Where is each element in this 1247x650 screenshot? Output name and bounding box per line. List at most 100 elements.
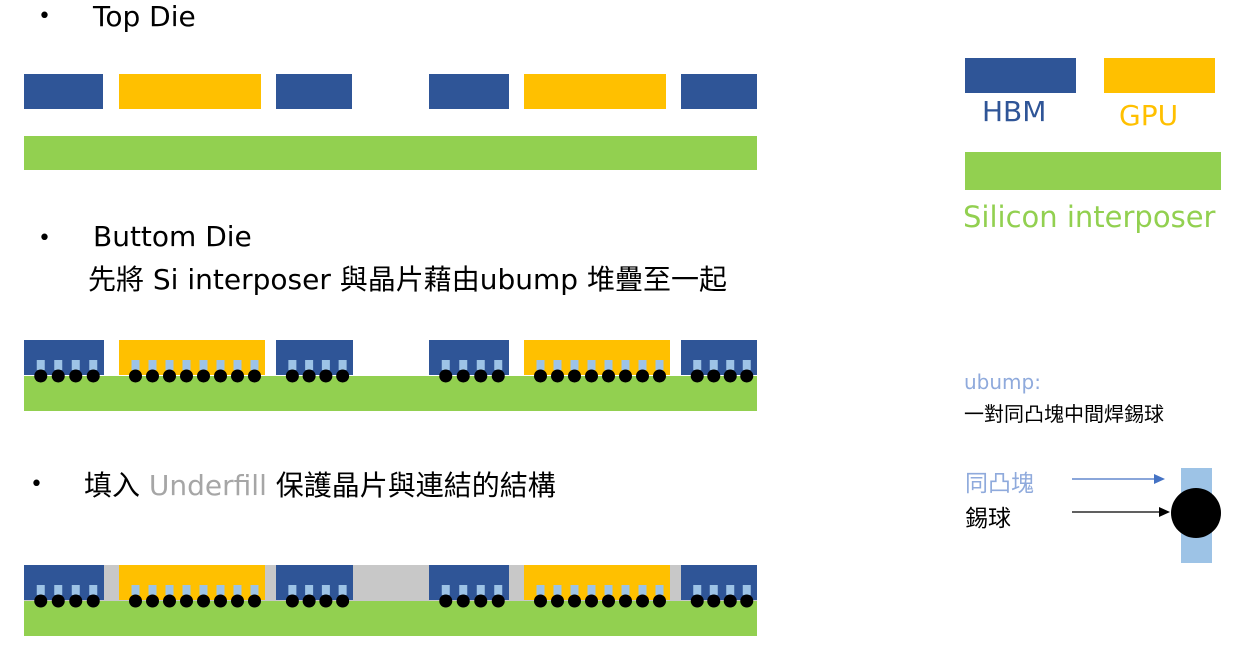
- solder-ball: [197, 594, 210, 608]
- ubump-pad: [305, 360, 314, 370]
- ubump-pad: [233, 585, 242, 595]
- ubump-pad: [655, 585, 664, 595]
- solder-ball: [619, 594, 632, 608]
- solder-ball: [439, 594, 453, 608]
- ubump-pad: [89, 360, 98, 370]
- ubump-pad: [250, 585, 259, 595]
- ubump-pad: [441, 360, 450, 370]
- solder-ball: [568, 594, 581, 608]
- ubump-pad: [494, 585, 503, 595]
- bullet: •: [38, 4, 51, 29]
- solder-ball: [707, 369, 721, 383]
- ubump-pad: [587, 360, 596, 370]
- solder-ball: [534, 594, 547, 608]
- solder-ball: [319, 369, 333, 383]
- solder-ball: [585, 369, 598, 383]
- solder-ball: [163, 369, 176, 383]
- solder-ball: [51, 594, 65, 608]
- solder-ball: [456, 594, 470, 608]
- ubump-pad: [459, 585, 468, 595]
- legend-gpu-label: GPU: [1119, 99, 1179, 132]
- solder-ball: [336, 594, 350, 608]
- solder-ball: [180, 369, 193, 383]
- solder-ball: [568, 369, 581, 383]
- ubump-pad: [321, 360, 330, 370]
- ubump-description: 一對同凸塊中間焊錫球: [964, 402, 1164, 426]
- ubump-pad: [182, 360, 191, 370]
- diagram-top-die: [24, 74, 757, 170]
- solder-ball: [146, 594, 159, 608]
- ubump-pad: [182, 585, 191, 595]
- ubump-pad: [709, 360, 718, 370]
- legend-interposer-swatch: [965, 152, 1221, 190]
- ubump-pad: [441, 585, 450, 595]
- solder-ball: [34, 594, 48, 608]
- diagram-underfill: [24, 565, 757, 636]
- ubump-pad: [726, 360, 735, 370]
- ubump-pad: [54, 360, 63, 370]
- solder-ball: [602, 594, 615, 608]
- solder-ball: [69, 369, 83, 383]
- ubump-pad: [742, 585, 751, 595]
- solder-ball: [740, 369, 754, 383]
- ubump-pad: [165, 585, 174, 595]
- gpu-die: [524, 340, 670, 375]
- solder-ball: [653, 594, 666, 608]
- legend-hbm-swatch: [965, 58, 1076, 93]
- ubump-pad: [536, 585, 545, 595]
- solder-ball: [34, 369, 48, 383]
- hbm-die: [429, 74, 509, 109]
- solder-ball: [740, 594, 754, 608]
- ubump-pad: [536, 360, 545, 370]
- ubump-pad: [71, 585, 80, 595]
- section-title-top-die: Top Die: [93, 0, 196, 33]
- solder-ball: [302, 594, 316, 608]
- ubump-pad: [199, 585, 208, 595]
- ubump-pad: [604, 585, 613, 595]
- ubump-pad: [131, 585, 140, 595]
- ubump-pad: [693, 585, 702, 595]
- ubump-pad: [148, 585, 157, 595]
- solder-ball: [690, 594, 704, 608]
- ubump-pad: [216, 585, 225, 595]
- ubump-pad: [338, 360, 347, 370]
- ubump-pad: [476, 585, 485, 595]
- gpu-die: [119, 565, 265, 600]
- solder-label: 錫球: [965, 506, 1011, 532]
- arrow-to-solder-head: [1159, 507, 1170, 517]
- solder-ball: [129, 594, 142, 608]
- solder-ball: [231, 369, 244, 383]
- gpu-die: [119, 340, 265, 375]
- solder-ball: [474, 369, 488, 383]
- ubump-pad: [621, 585, 630, 595]
- ubump-pad: [165, 360, 174, 370]
- ubump-pad: [250, 360, 259, 370]
- hbm-die: [276, 74, 352, 109]
- solder-ball: [302, 369, 316, 383]
- ubump-pad: [233, 360, 242, 370]
- ubump-pad: [570, 585, 579, 595]
- section-title-underfill: 填入 Underfill 保護晶片與連結的結構: [84, 464, 556, 504]
- solder-ball: [248, 594, 261, 608]
- solder-ball: [723, 369, 737, 383]
- solder-ball: [69, 594, 83, 608]
- solder-ball: [214, 594, 227, 608]
- ubump-pad: [216, 360, 225, 370]
- underfill-suffix: 保護晶片與連結的結構: [266, 469, 556, 502]
- hbm-die: [24, 74, 103, 109]
- solder-ball: [129, 369, 142, 383]
- underfill-keyword: Underfill: [148, 469, 267, 502]
- bullet: •: [30, 472, 43, 497]
- solder-ball: [474, 594, 488, 608]
- ubump-title: ubump:: [964, 370, 1041, 394]
- legend-hbm-label: HBM: [982, 95, 1047, 128]
- ubump-pad: [587, 585, 596, 595]
- solder-ball: [551, 594, 564, 608]
- solder-ball: [51, 369, 65, 383]
- ubump-pad: [148, 360, 157, 370]
- solder-ball: [248, 369, 261, 383]
- solder-ball: [231, 594, 244, 608]
- solder-ball: [707, 594, 721, 608]
- ubump-pad: [89, 585, 98, 595]
- solder-ball: [146, 369, 159, 383]
